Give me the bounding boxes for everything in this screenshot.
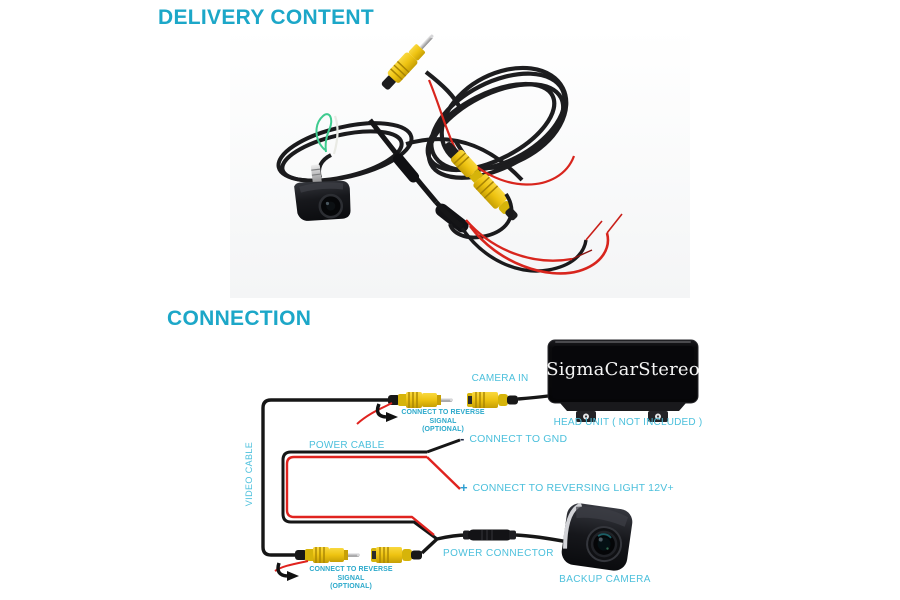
gnd-connection: - CONNECT TO GND bbox=[460, 432, 567, 445]
plus-sign: + bbox=[460, 480, 468, 495]
mounting-bracket-left bbox=[576, 411, 596, 422]
backup-camera-diagram bbox=[561, 502, 633, 571]
video-cable-line bbox=[261, 398, 400, 557]
power-connector-barrel bbox=[463, 529, 516, 541]
reverse-signal-arrow-bottom bbox=[276, 562, 288, 578]
gnd-wire bbox=[426, 438, 461, 454]
camera-pigtail-wires bbox=[315, 113, 339, 155]
reverse-signal-label-top: CONNECT TO REVERSE SIGNAL (OPTIONAL) bbox=[389, 409, 497, 435]
backup-camera-product bbox=[294, 164, 351, 221]
camera-video-lead bbox=[420, 537, 439, 555]
connection-heading: CONNECTION bbox=[167, 307, 312, 330]
connection-diagram bbox=[261, 339, 699, 581]
rca-male-plug bbox=[381, 34, 434, 90]
head-unit-screen-text: SigmaCarStereo bbox=[546, 358, 700, 380]
reverse-signal-arrow-top bbox=[375, 403, 387, 419]
gnd-label: CONNECT TO GND bbox=[469, 432, 568, 445]
camera-in-label: CAMERA IN bbox=[471, 373, 529, 384]
head-unit-label: HEAD UNIT ( NOT INCLUDED ) bbox=[553, 417, 703, 428]
delivery-content-photo bbox=[230, 28, 690, 298]
power-cable-label: POWER CABLE bbox=[309, 440, 385, 451]
camera-chrome-accent bbox=[563, 502, 583, 549]
rca-female-bottom bbox=[370, 546, 423, 564]
reverse-signal-label-bottom-line2: (OPTIONAL) bbox=[330, 583, 372, 590]
rca-male-bottom bbox=[294, 546, 361, 564]
camera-in-cable bbox=[517, 394, 549, 401]
reverse-signal-wire-top bbox=[356, 402, 393, 425]
video-cable-label: VIDEO CABLE bbox=[244, 441, 254, 507]
head-unit bbox=[547, 339, 699, 422]
rca-female-camera-in bbox=[466, 391, 519, 409]
camera-power-cable bbox=[515, 533, 569, 544]
reversing-light-connection: + CONNECT TO REVERSING LIGHT 12V+ bbox=[460, 481, 674, 494]
reversing-light-wire bbox=[426, 456, 461, 490]
mounting-bracket-right bbox=[648, 411, 668, 422]
backup-camera-label: BACKUP CAMERA bbox=[559, 574, 651, 585]
junction-cable bbox=[436, 533, 468, 541]
power-connector-label: POWER CONNECTOR bbox=[443, 548, 554, 559]
delivery-content-heading: DELIVERY CONTENT bbox=[158, 6, 374, 29]
minus-sign: - bbox=[460, 431, 465, 446]
reversing-light-label: CONNECT TO REVERSING LIGHT 12V+ bbox=[472, 481, 674, 494]
reverse-signal-label-top-line2: (OPTIONAL) bbox=[422, 426, 464, 433]
rca-male-top bbox=[387, 391, 454, 409]
power-cable-red-wire bbox=[285, 455, 435, 536]
reverse-signal-label-top-line1: CONNECT TO REVERSE SIGNAL bbox=[401, 409, 485, 425]
camera-lead-cable bbox=[368, 118, 469, 233]
power-lead-wires bbox=[448, 192, 623, 275]
power-cable-black-wire bbox=[281, 450, 438, 541]
reverse-signal-label-bottom-line1: CONNECT TO REVERSE SIGNAL bbox=[309, 566, 393, 582]
reverse-signal-label-bottom: CONNECT TO REVERSE SIGNAL (OPTIONAL) bbox=[296, 566, 406, 592]
